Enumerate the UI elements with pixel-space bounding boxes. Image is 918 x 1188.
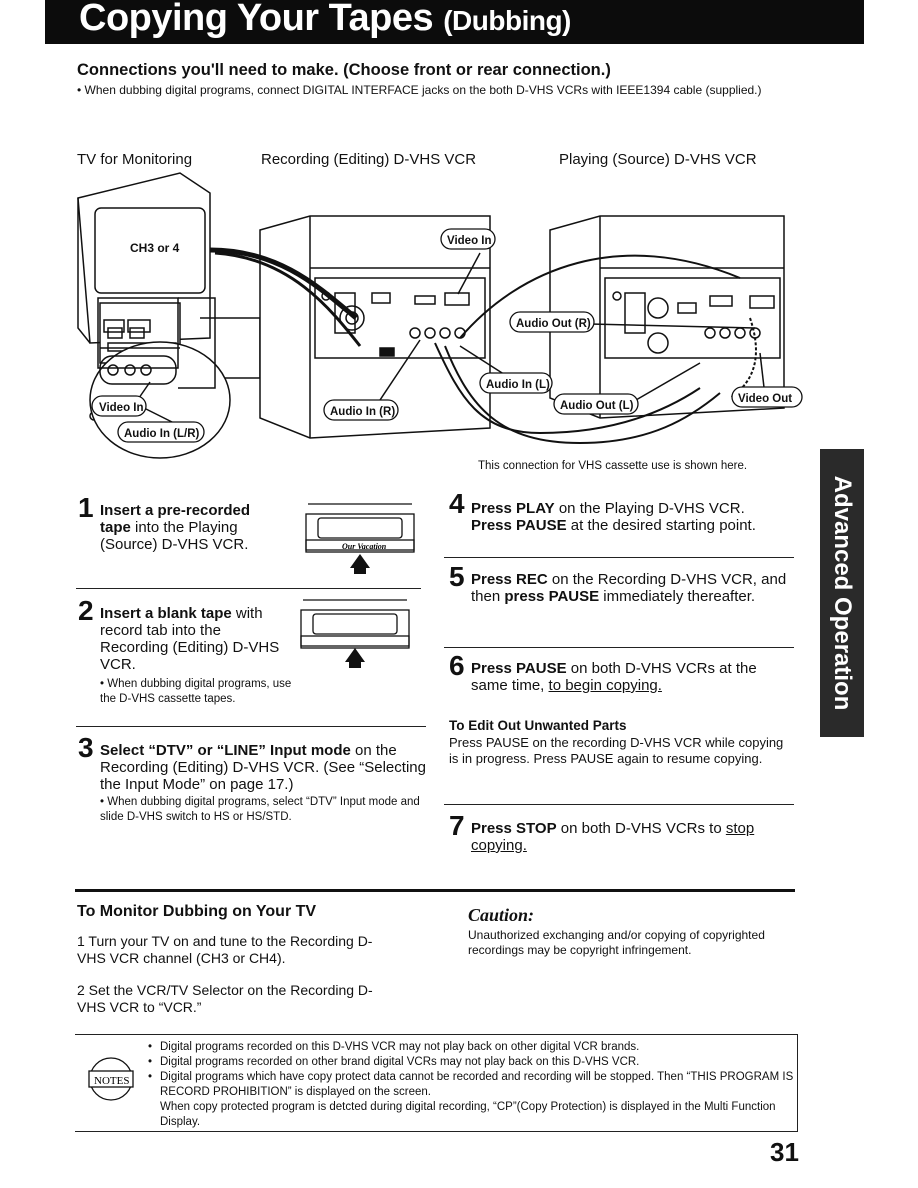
step-7-rest-1: on both D-VHS VCRs to bbox=[556, 820, 726, 837]
svg-text:Audio Out (L): Audio Out (L) bbox=[560, 400, 634, 412]
note-item: Digital programs which have copy protect… bbox=[145, 1070, 795, 1130]
monitor-heading: To Monitor Dubbing on Your TV bbox=[77, 903, 317, 920]
callout-play-audio-out-r: Audio Out (R) bbox=[509, 311, 595, 333]
title-sub: (Dubbing) bbox=[443, 5, 571, 36]
caution-text: Unauthorized exchanging and/or copying o… bbox=[468, 928, 765, 957]
edit-out-heading: To Edit Out Unwanted Parts bbox=[449, 718, 627, 733]
tv-channel-label: CH3 or 4 bbox=[130, 241, 180, 255]
step-3-note: • When dubbing digital programs, select … bbox=[100, 796, 420, 823]
rule-step4 bbox=[444, 557, 794, 558]
svg-text:Audio In (R): Audio In (R) bbox=[330, 406, 395, 418]
step-6-number: 6 bbox=[449, 650, 465, 681]
callout-play-audio-out-l: Audio Out (L) bbox=[553, 393, 639, 415]
step-2-note: • When dubbing digital programs, use the… bbox=[100, 678, 292, 705]
page-title-bar: Copying Your Tapes (Dubbing) bbox=[45, 0, 864, 44]
step-4-rest-2: at the desired starting point. bbox=[566, 517, 756, 534]
label-playing-vcr: Playing (Source) D-VHS VCR bbox=[559, 151, 757, 168]
recording-vcr-illustration bbox=[259, 215, 491, 439]
step-4-rest-1: on the Playing D-VHS VCR. bbox=[554, 500, 745, 517]
step-7-text: Press STOP on both D-VHS VCRs to stop co… bbox=[471, 820, 796, 854]
notes-icon: NOTES bbox=[88, 1057, 134, 1101]
step-2-number: 2 bbox=[78, 595, 94, 626]
callout-rec-audio-in-l: Audio In (L) bbox=[479, 372, 553, 394]
step-6-text: Press PAUSE on both D-VHS VCRs at the sa… bbox=[471, 660, 796, 694]
monitor-item-2: 2 Set the VCR/TV Selector on the Recordi… bbox=[77, 982, 373, 1015]
svg-text:Audio Out (R): Audio Out (R) bbox=[516, 318, 591, 330]
side-tab: Advanced Operation bbox=[820, 449, 864, 737]
connections-note: • When dubbing digital programs, connect… bbox=[77, 83, 762, 97]
connections-heading: Connections you'll need to make. (Choose… bbox=[77, 61, 611, 79]
step-3-text: Select “DTV” or “LINE” Input mode on the… bbox=[100, 742, 430, 793]
title-main: Copying Your Tapes bbox=[79, 0, 434, 39]
step-5-bold-2: press PAUSE bbox=[504, 588, 600, 605]
rule-step1 bbox=[76, 588, 421, 589]
step-7-underline: stop copying. bbox=[471, 820, 755, 854]
callout-rec-video-in: Video In bbox=[440, 228, 496, 250]
svg-text:Audio In (L): Audio In (L) bbox=[486, 379, 550, 391]
svg-text:Video Out: Video Out bbox=[738, 393, 792, 405]
step-1-number: 1 bbox=[78, 492, 94, 523]
callout-rec-audio-in-r: Audio In (R) bbox=[323, 399, 399, 421]
caution-heading: Caution: bbox=[468, 905, 535, 925]
page-number: 31 bbox=[770, 1137, 799, 1167]
step-4-bold-2: Press PAUSE bbox=[471, 517, 567, 534]
rule-step5 bbox=[444, 647, 794, 648]
step-1-text: Insert a pre-recorded tape into the Play… bbox=[100, 502, 280, 553]
step-6-underline: to begin copying. bbox=[548, 677, 662, 694]
step-7-bold-1: Press STOP bbox=[471, 820, 557, 837]
step-2-text: Insert a blank tape with record tab into… bbox=[100, 605, 290, 673]
callout-tv-audio-in-lr: Audio In (L/R) bbox=[117, 421, 205, 443]
svg-text:Video In: Video In bbox=[99, 402, 144, 414]
svg-text:Our Vacation: Our Vacation bbox=[342, 542, 387, 551]
rule-step2 bbox=[76, 726, 426, 727]
step-5-text: Press REC on the Recording D-VHS VCR, an… bbox=[471, 571, 796, 605]
cassette-icon-2 bbox=[300, 599, 410, 668]
step-2-bold: Insert a blank tape bbox=[100, 605, 232, 622]
rule-edit-out bbox=[444, 804, 794, 805]
callout-play-video-out: Video Out bbox=[731, 386, 803, 408]
notes-list: Digital programs recorded on this D-VHS … bbox=[145, 1040, 795, 1130]
cassette-icon-1: Our Vacation bbox=[305, 503, 415, 574]
step-2-rest: with record tab into the Recording (Edit… bbox=[100, 605, 280, 673]
note-item: Digital programs recorded on this D-VHS … bbox=[145, 1040, 795, 1055]
step-6-bold-1: Press PAUSE bbox=[471, 660, 567, 677]
svg-text:Audio In (L/R): Audio In (L/R) bbox=[124, 428, 200, 440]
step-5-number: 5 bbox=[449, 561, 465, 592]
step-1-bold: Insert a pre-recorded tape bbox=[100, 502, 251, 536]
label-recording-vcr: Recording (Editing) D-VHS VCR bbox=[261, 151, 477, 168]
monitor-item-1: 1 Turn your TV on and tune to the Record… bbox=[77, 933, 373, 966]
side-tab-label: Advanced Operation bbox=[829, 475, 856, 711]
step-4-number: 4 bbox=[449, 488, 465, 519]
note-item: Digital programs recorded on other brand… bbox=[145, 1055, 795, 1070]
step-4-text: Press PLAY on the Playing D-VHS VCR.Pres… bbox=[471, 500, 801, 534]
step-6-rest-1: on both D-VHS VCRs at the same time, bbox=[471, 660, 757, 694]
page-title: Copying Your Tapes (Dubbing) bbox=[79, 0, 571, 40]
label-tv: TV for Monitoring bbox=[77, 151, 193, 168]
playing-vcr-illustration bbox=[549, 215, 785, 419]
notes-box bbox=[75, 1034, 798, 1132]
step-4-bold-1: Press PLAY bbox=[471, 500, 555, 517]
step-7-number: 7 bbox=[449, 810, 465, 841]
step-5-bold-1: Press REC bbox=[471, 571, 548, 588]
edit-out-text: Press PAUSE on the recording D-VHS VCR w… bbox=[449, 735, 784, 766]
step-5-rest-1: on the Recording D-VHS VCR, and then bbox=[471, 571, 787, 605]
diagram-caption: This connection for VHS cassette use is … bbox=[478, 460, 748, 472]
step-3-bold: Select “DTV” or “LINE” Input mode bbox=[100, 742, 351, 759]
step-5-rest-2: immediately thereafter. bbox=[599, 588, 756, 605]
callout-tv-video-in: Video In bbox=[91, 395, 147, 417]
svg-text:NOTES: NOTES bbox=[94, 1075, 129, 1087]
svg-text:Video In: Video In bbox=[447, 235, 492, 247]
connection-diagram: Video In Audio In (L/R) Video In Audio O… bbox=[77, 172, 803, 459]
step-3-number: 3 bbox=[78, 732, 94, 763]
step-3-rest: on the Recording (Editing) D-VHS VCR. (S… bbox=[100, 742, 426, 793]
step-1-rest: into the Playing (Source) D-VHS VCR. bbox=[100, 519, 249, 553]
section-divider bbox=[75, 889, 795, 892]
